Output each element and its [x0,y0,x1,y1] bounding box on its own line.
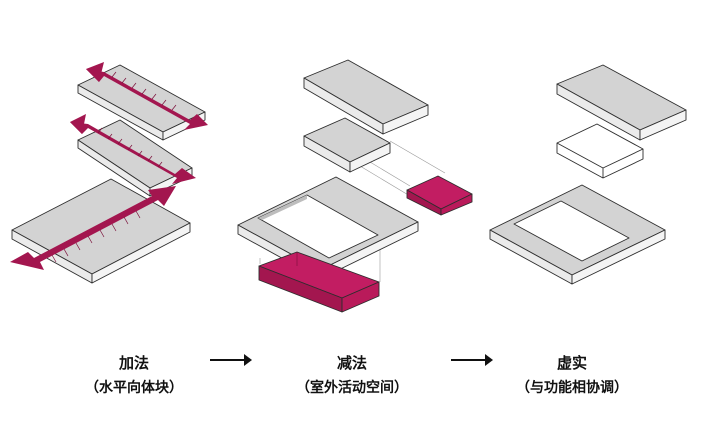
double-arrow-icon [86,62,208,130]
step-title-addition: 加法 [118,354,149,372]
stage-subtraction-illustration [237,59,473,313]
step-subtitle-subtraction: （室外活动空间） [296,380,408,396]
right-arrow-icon [451,354,493,366]
stage-solid-void-illustration [489,64,687,285]
right-arrow-icon [210,354,252,366]
step-subtitle-addition: （水平向体块） [85,380,183,396]
step-title-subtraction: 减法 [336,354,367,372]
void-block-glass [556,123,644,179]
subtracted-volume-courtyard [258,251,380,313]
step-subtitle-solid-void: （与功能相协调） [516,380,628,396]
stage-addition-illustration [10,62,208,284]
floating-block-middle [303,117,391,173]
floating-block-top [303,59,429,135]
slab-with-open-court [489,184,666,285]
subtracted-volume-small [406,175,473,216]
step-title-solid-void: 虚实 [556,354,587,372]
solid-block-top [556,64,687,141]
double-arrow-icon [70,114,196,184]
arrow-segments [51,71,177,263]
double-arrow-icon [10,186,176,270]
